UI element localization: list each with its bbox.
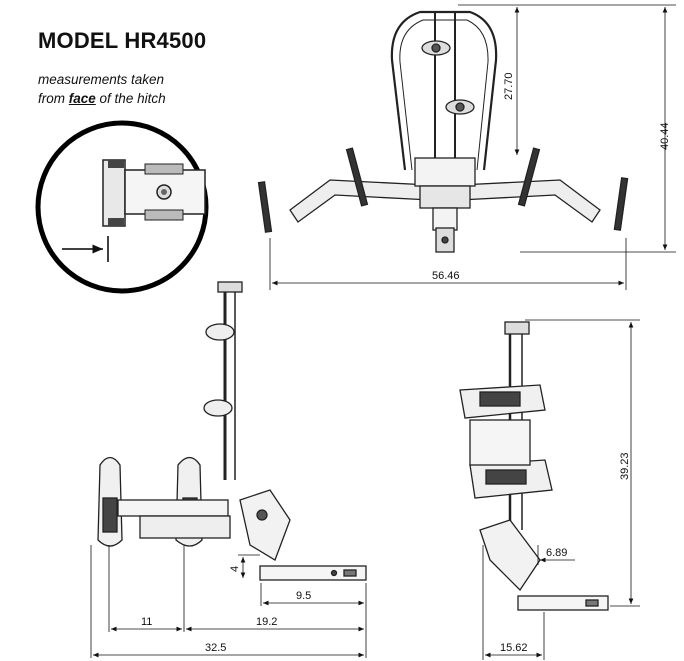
dim-side-right-height: 39.23: [619, 452, 631, 480]
top-view-dimensions: [269, 4, 676, 290]
dim-side-left-hitch: 9.5: [296, 590, 311, 602]
hitch-detail-callout: [35, 120, 209, 294]
dim-top-height: 40.44: [659, 122, 671, 150]
dim-side-left-span2: 19.2: [256, 616, 277, 628]
dim-side-left-span1: 11: [141, 616, 152, 628]
note-line-1: measurements taken: [38, 72, 165, 87]
note-line-2: from face of the hitch: [38, 89, 166, 108]
dim-top-width: 56.46: [432, 270, 460, 282]
dim-side-right-depth: 15.62: [500, 642, 528, 654]
detail-circle: [35, 120, 209, 294]
note-prefix: from: [38, 91, 69, 106]
measurement-note: measurements taken from face of the hitc…: [38, 70, 166, 108]
top-view: [257, 10, 629, 253]
note-suffix: of the hitch: [95, 91, 166, 106]
note-emphasis: face: [68, 91, 96, 106]
model-title: MODEL HR4500: [38, 28, 207, 53]
side-view-left: [97, 281, 367, 581]
dim-side-right-offset: 6.89: [546, 547, 567, 559]
dim-side-left-rise: 4: [229, 566, 241, 572]
side-right-dimensions: [482, 319, 640, 660]
dim-top-arm-height: 27.70: [503, 72, 515, 100]
side-left-dimensions: [90, 545, 367, 658]
side-view-right: [459, 321, 609, 611]
dim-side-left-total: 32.5: [205, 642, 226, 654]
